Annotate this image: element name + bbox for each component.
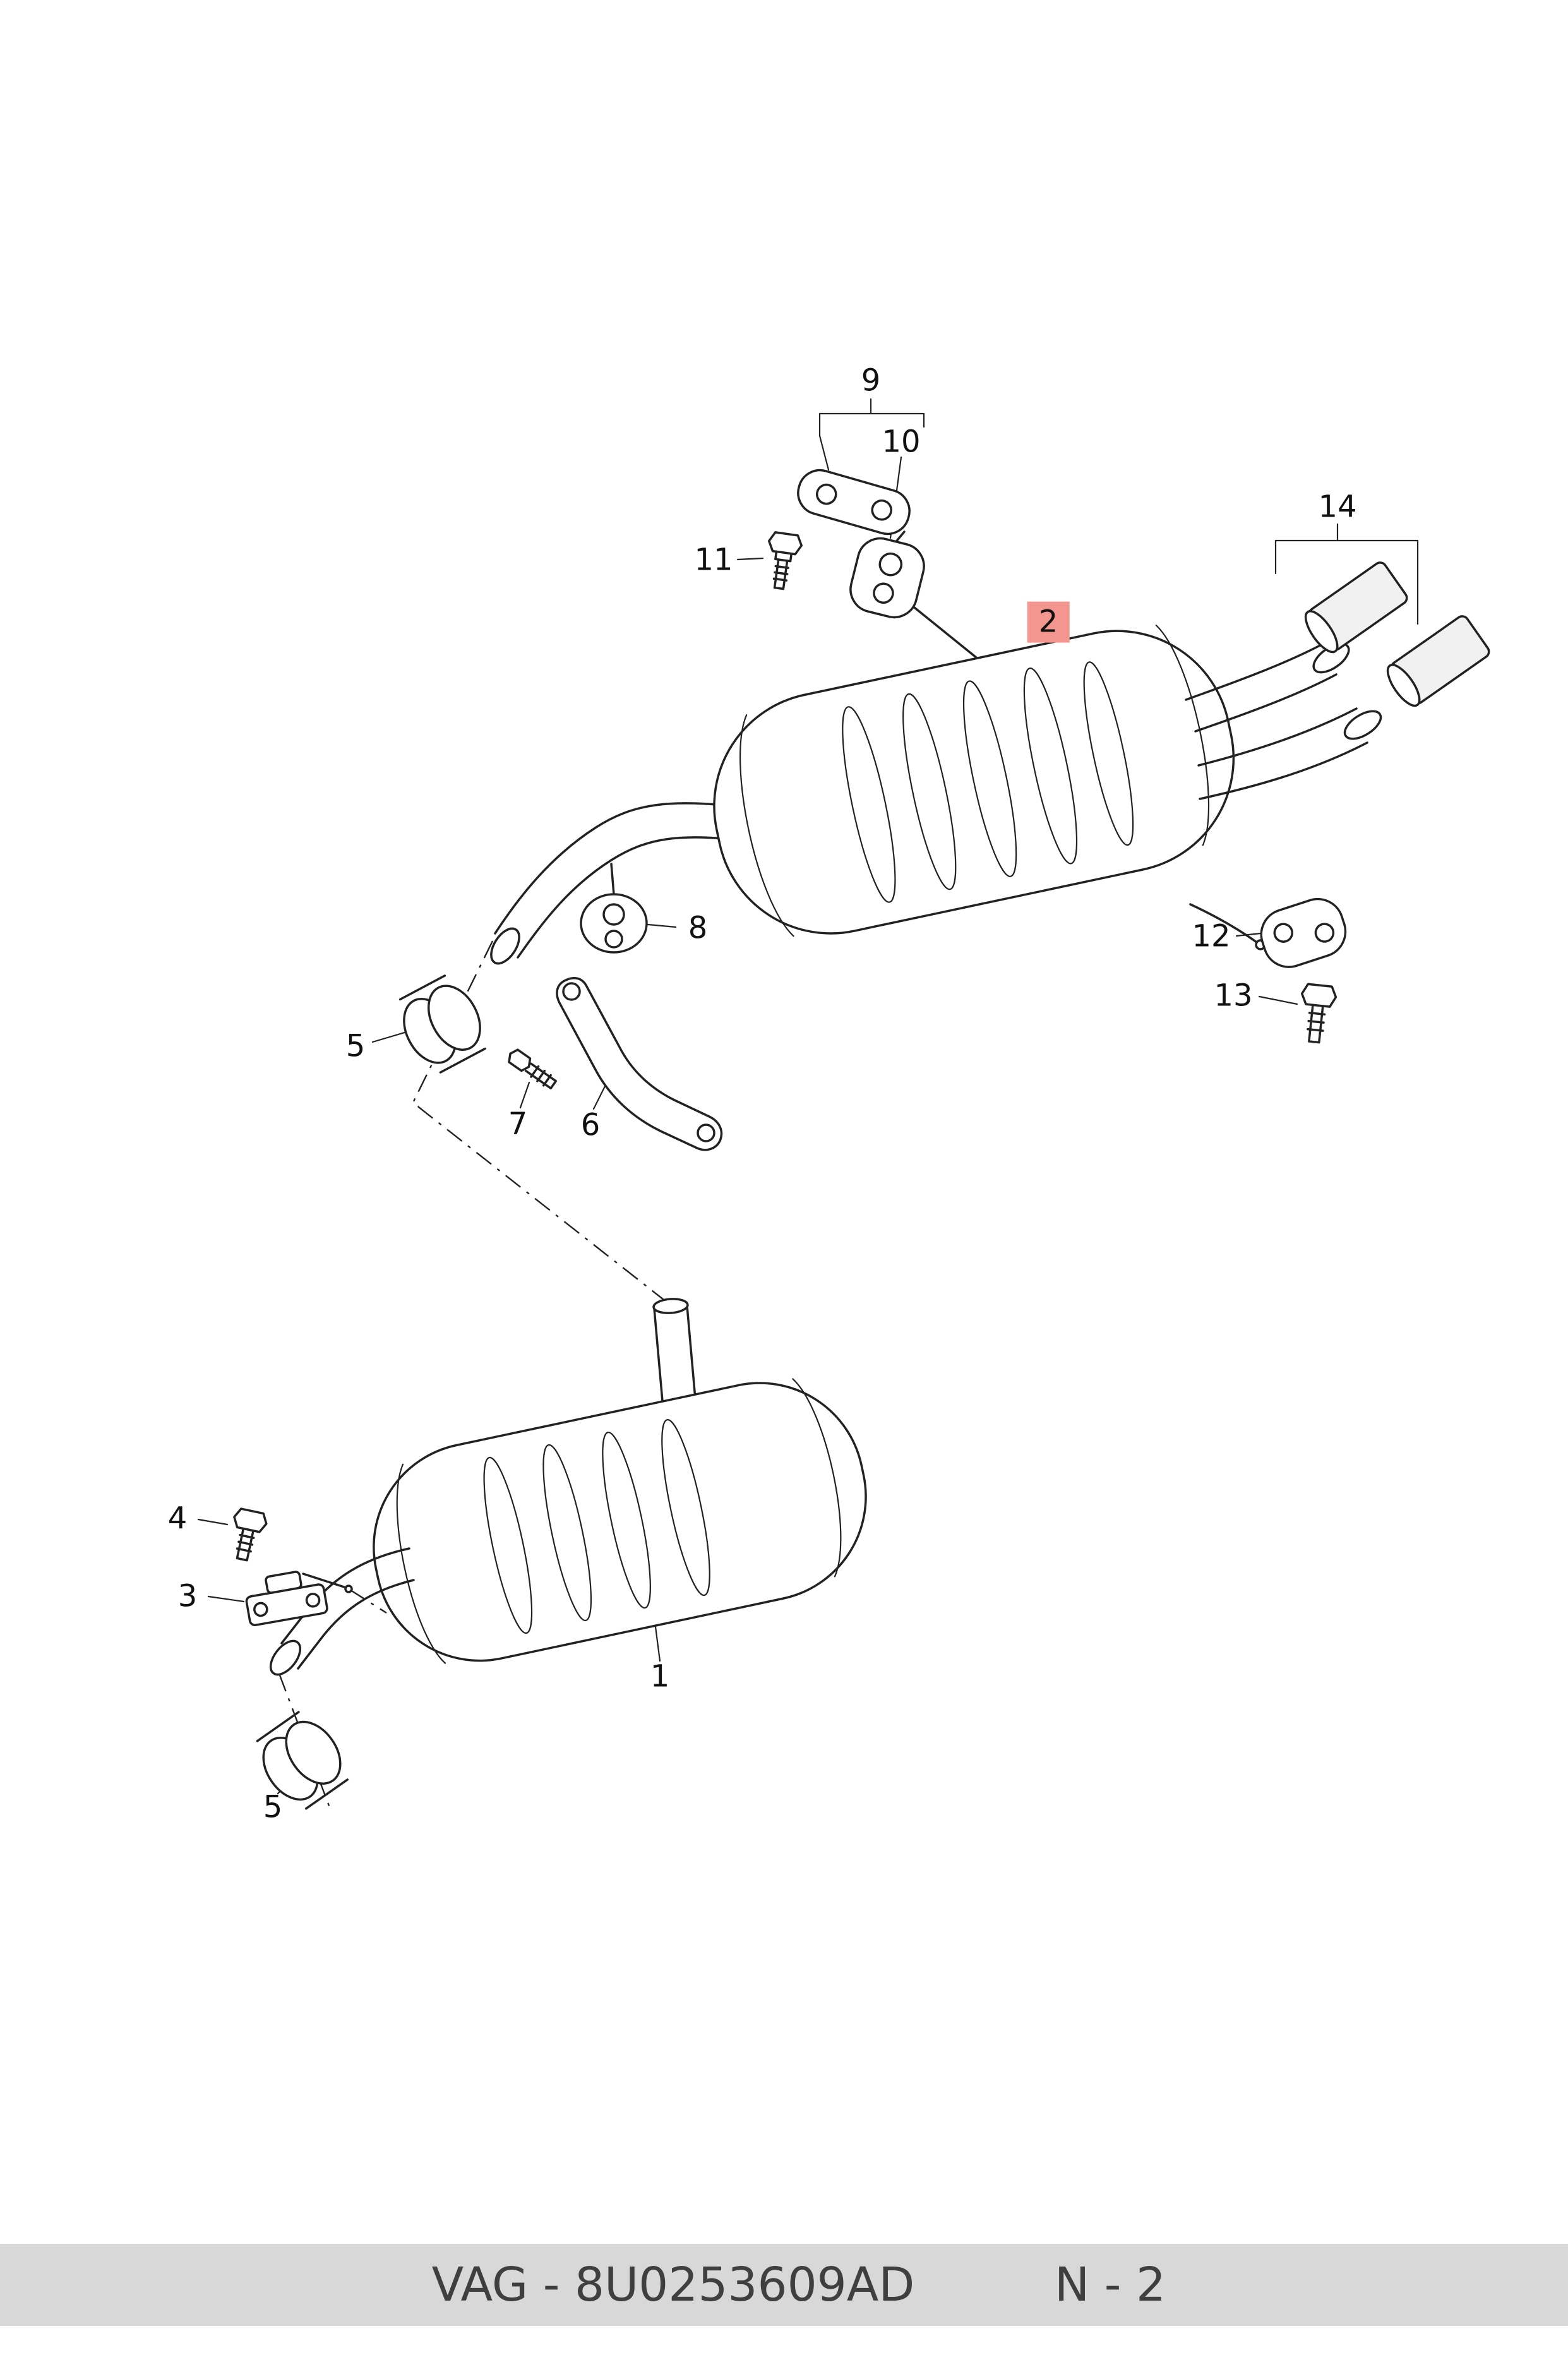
bracket-6	[556, 976, 723, 1151]
callout-12[interactable]: 12	[1192, 918, 1231, 954]
bolt-13	[1300, 983, 1338, 1044]
callout-13[interactable]: 13	[1214, 978, 1253, 1014]
bolt-11	[767, 531, 803, 590]
clamp-5-upper	[398, 974, 486, 1074]
callout-11[interactable]: 11	[694, 542, 733, 578]
callout-14[interactable]: 14	[1318, 489, 1357, 525]
callout-5-lower[interactable]: 5	[263, 1789, 283, 1825]
callout-10[interactable]: 10	[882, 424, 921, 460]
callout-8[interactable]: 8	[688, 910, 708, 946]
callout-1[interactable]: 1	[650, 1658, 670, 1694]
rear-silencer-2	[490, 625, 1382, 965]
page-reference: N - 2	[1054, 2258, 1166, 2312]
bracket-12	[1260, 897, 1347, 968]
tailpipe-trims-14	[1304, 561, 1490, 707]
bolt-7	[508, 1048, 558, 1090]
rubber-hanger-8	[580, 893, 648, 954]
callout-3[interactable]: 3	[177, 1578, 198, 1614]
callout-7[interactable]: 7	[508, 1106, 528, 1142]
callout-4[interactable]: 4	[167, 1500, 188, 1536]
rubber-hanger-10	[849, 537, 988, 669]
footer-bar: VAG - 8U0253609AD N - 2	[0, 2244, 1568, 2326]
callout-6[interactable]: 6	[580, 1107, 601, 1143]
clamp-5-lower	[256, 1711, 349, 1810]
bracket-3	[245, 1571, 353, 1627]
callout-5-upper[interactable]: 5	[345, 1028, 366, 1064]
centre-silencer-1	[269, 1298, 867, 1676]
bracket-plate-9	[797, 469, 911, 548]
centerline-links	[278, 940, 667, 1808]
bolt-4	[233, 1507, 268, 1562]
callout-2-highlighted[interactable]: 2	[1027, 601, 1070, 643]
callout-9[interactable]: 9	[861, 362, 881, 398]
part-number: VAG - 8U0253609AD	[431, 2258, 915, 2312]
